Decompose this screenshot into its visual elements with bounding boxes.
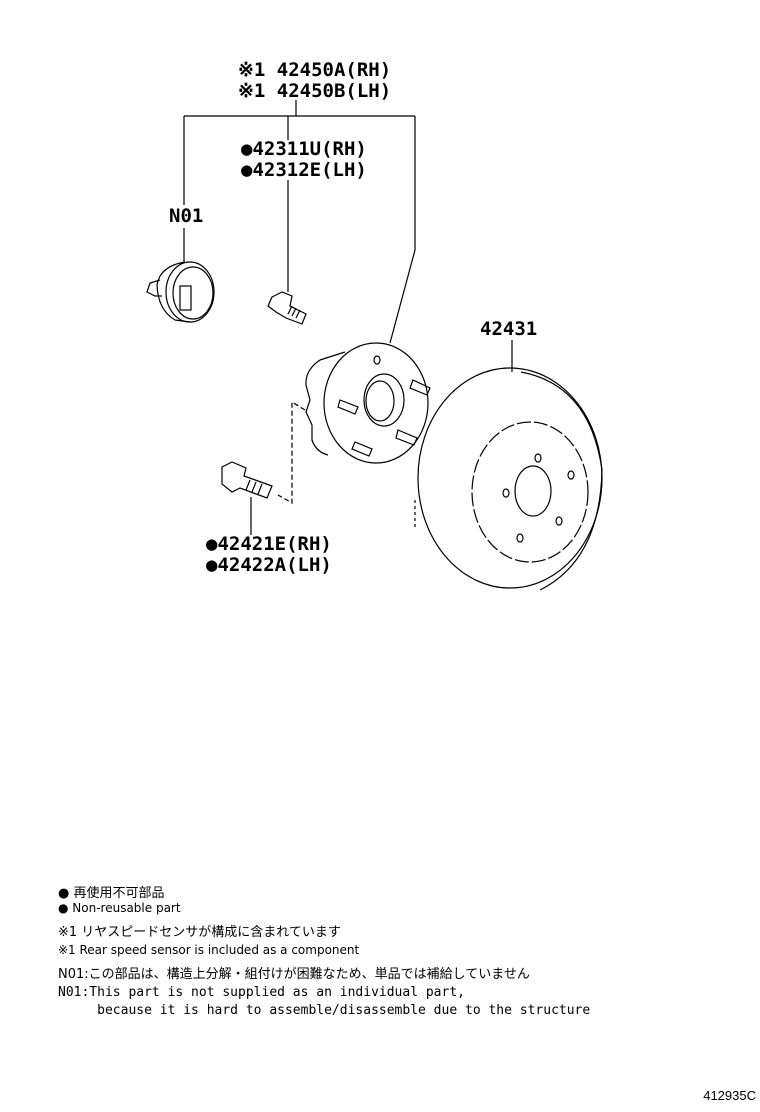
- part-label-hub-lh[interactable]: ※1 42450B(LH): [238, 80, 391, 102]
- note-n01-ja: N01:この部品は、構造上分解・組付けが困難なため、単品では補給していません: [58, 967, 530, 982]
- note-n01-en-line1: N01:This part is not supplied as an indi…: [58, 985, 465, 1000]
- note-nonreusable-en: ● Non-reusable part: [58, 901, 181, 915]
- part-label-bolt-rh[interactable]: ●42421E(RH): [206, 533, 332, 555]
- hub-bolt[interactable]: [267, 291, 307, 325]
- part-label-rotor[interactable]: 42431: [480, 318, 537, 340]
- leader-lines: [183, 100, 513, 535]
- part-label-hubbolt-rh[interactable]: ●42311U(RH): [241, 138, 367, 160]
- part-label-bolt-lh[interactable]: ●42422A(LH): [206, 554, 332, 576]
- note-n01-en-line2: because it is hard to assemble/disassemb…: [58, 1003, 591, 1018]
- note-nonreusable-ja: ● 再使用不可部品: [58, 886, 165, 901]
- flange-bolt[interactable]: [221, 461, 273, 499]
- part-label-hubbolt-lh[interactable]: ●42312E(LH): [241, 159, 367, 181]
- note-sensor-ja: ※1 リヤスピードセンサが構成に含まれています: [58, 925, 341, 940]
- illustration-code: 412935C: [703, 1088, 756, 1103]
- part-label-sensor[interactable]: N01: [169, 205, 203, 227]
- note-sensor-en: ※1 Rear speed sensor is included as a co…: [58, 943, 360, 957]
- brake-rotor[interactable]: [414, 367, 603, 591]
- part-label-hub-rh[interactable]: ※1 42450A(RH): [238, 59, 391, 81]
- hub-bearing[interactable]: [305, 342, 431, 464]
- speed-sensor[interactable]: [146, 261, 215, 323]
